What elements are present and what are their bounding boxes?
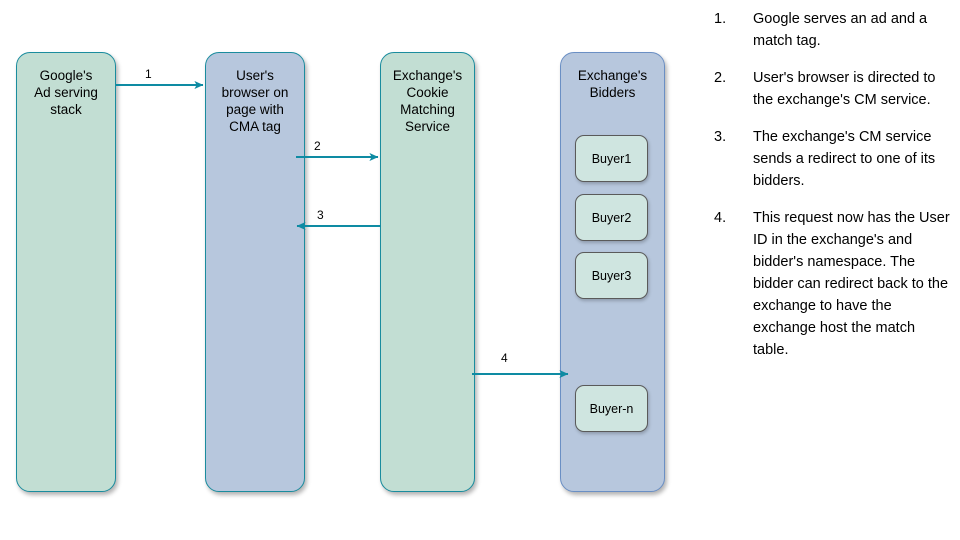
node-google-ad-serving-stack[interactable]: Google's Ad serving stack xyxy=(16,52,116,492)
step-item-1: 1. Google serves an ad and a match tag. xyxy=(706,8,954,52)
steps-list: 1. Google serves an ad and a match tag. … xyxy=(706,8,954,376)
arrow-label-4: 4 xyxy=(501,351,508,365)
node-label: Google's Ad serving stack xyxy=(34,68,98,117)
buyer-label: Buyer2 xyxy=(591,211,632,225)
step-item-2: 2. User's browser is directed to the exc… xyxy=(706,67,954,111)
step-text: Google serves an ad and a match tag. xyxy=(753,11,928,49)
arrow-label-1: 1 xyxy=(145,67,152,81)
node-label: Exchange's Cookie Matching Service xyxy=(392,68,463,134)
buyer-box-2[interactable]: Buyer2 xyxy=(575,194,648,241)
node-label: User's browser on page with CMA tag xyxy=(221,68,289,134)
step-number: 2. xyxy=(714,70,727,86)
step-number: 3. xyxy=(714,129,727,145)
node-exchange-cookie-matching-service[interactable]: Exchange's Cookie Matching Service xyxy=(380,52,475,492)
buyer-box-1[interactable]: Buyer1 xyxy=(575,135,648,182)
arrow-label-3: 3 xyxy=(317,208,324,222)
step-text: The exchange's CM service sends a redire… xyxy=(753,129,936,189)
arrow-label-2: 2 xyxy=(314,139,321,153)
step-number: 4. xyxy=(714,210,727,226)
step-item-4: 4. This request now has the User ID in t… xyxy=(706,207,954,361)
step-text: User's browser is directed to the exchan… xyxy=(753,70,936,108)
buyer-label: Buyer1 xyxy=(591,152,632,166)
step-text: This request now has the User ID in the … xyxy=(753,210,950,358)
node-user-browser[interactable]: User's browser on page with CMA tag xyxy=(205,52,305,492)
buyer-label: Buyer-n xyxy=(589,402,634,416)
buyer-box-n[interactable]: Buyer-n xyxy=(575,385,648,432)
step-number: 1. xyxy=(714,11,727,27)
step-item-3: 3. The exchange's CM service sends a red… xyxy=(706,126,954,192)
buyer-box-3[interactable]: Buyer3 xyxy=(575,252,648,299)
node-label: Exchange's Bidders xyxy=(577,68,648,100)
buyer-label: Buyer3 xyxy=(591,269,632,283)
